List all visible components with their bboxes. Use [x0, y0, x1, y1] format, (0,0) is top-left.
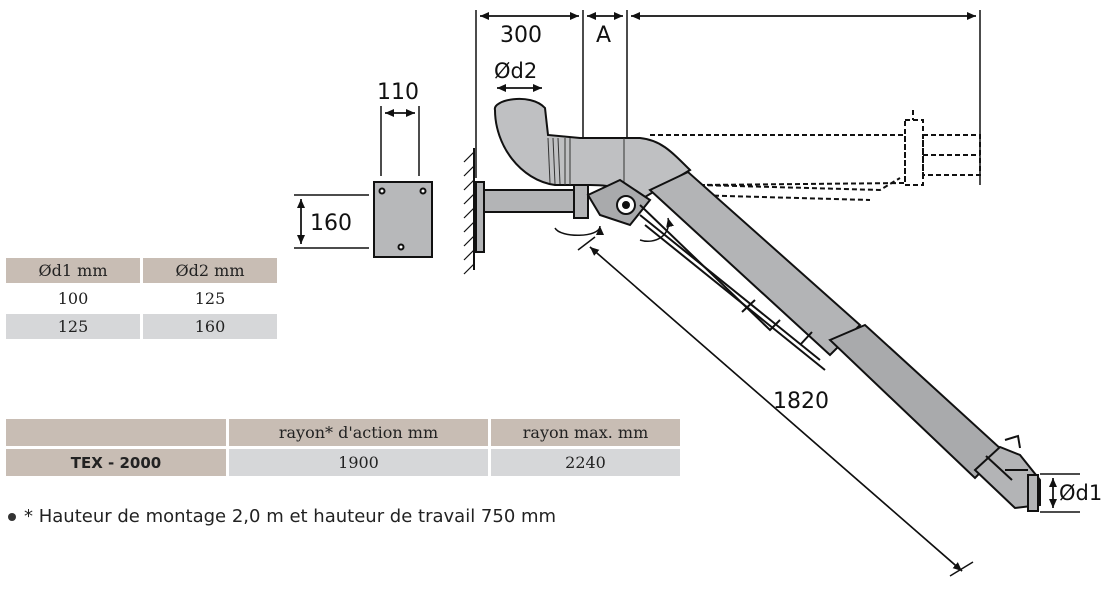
diameter-table: Ød1 mm Ød2 mm 100 125 125 160: [3, 255, 280, 342]
rayon-table-header: rayon* d'action mm rayon max. mm: [6, 419, 680, 446]
wall-bracket: [475, 181, 589, 253]
pivot-joint: [586, 178, 652, 227]
header-model: [6, 419, 226, 446]
cell-d1: 100: [6, 286, 140, 311]
footnote: * Hauteur de montage 2,0 m et hauteur de…: [8, 506, 556, 527]
dim-300-label: 300: [500, 23, 542, 48]
header-rayon-action: rayon* d'action mm: [229, 419, 488, 446]
diameter-table-header: Ød1 mm Ød2 mm: [6, 258, 277, 283]
cell-d2: 160: [143, 314, 277, 339]
plate-dimensions: [294, 106, 420, 249]
arm-raised-position-outline: [650, 110, 981, 201]
nozzle: [973, 434, 1041, 512]
dim-d1-label: Ød1: [1059, 481, 1102, 505]
dim-1820-label: 1820: [773, 389, 829, 414]
dim-160-label: 160: [310, 211, 352, 236]
table-row: 125 160: [6, 314, 277, 339]
d1-dimension: [1040, 473, 1080, 513]
cell-model: TEX - 2000: [6, 449, 226, 476]
cell-rayon-action: 1900: [229, 449, 488, 476]
arm-length-dimension: [577, 236, 974, 577]
rotation-arrows: [554, 217, 674, 242]
rayon-table: rayon* d'action mm rayon max. mm TEX - 2…: [3, 416, 683, 479]
table-row: TEX - 2000 1900 2240: [6, 449, 680, 476]
cell-rayon-max: 2240: [491, 449, 680, 476]
dim-a-label: A: [596, 23, 611, 48]
wall: [463, 148, 475, 275]
header-rayon-max: rayon max. mm: [491, 419, 680, 446]
footnote-text: * Hauteur de montage 2,0 m et hauteur de…: [24, 506, 557, 527]
table-row: 100 125: [6, 286, 277, 311]
dim-110-label: 110: [377, 80, 419, 105]
bullet-icon: [8, 512, 16, 521]
dim-d2-label: Ød2: [494, 59, 537, 83]
header-d2: Ød2 mm: [143, 258, 277, 283]
main-arm: [639, 170, 1004, 480]
cell-d1: 125: [6, 314, 140, 339]
header-d1: Ød1 mm: [6, 258, 140, 283]
top-dimension-lines: [475, 10, 981, 205]
cell-d2: 125: [143, 286, 277, 311]
mounting-plate: [373, 181, 433, 258]
